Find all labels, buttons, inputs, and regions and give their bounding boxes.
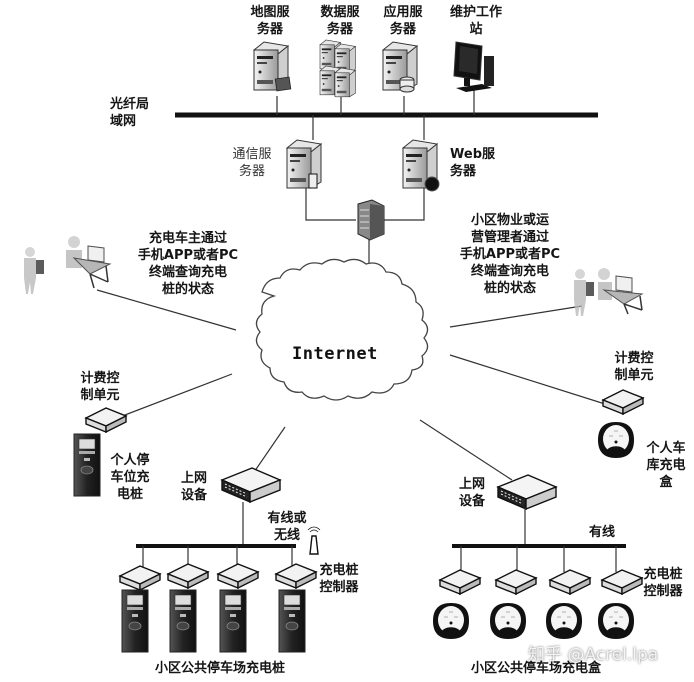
label-line: 设备 (458, 494, 485, 509)
map-server-label: 地图服务器 (250, 5, 290, 37)
web-server-icon (402, 139, 440, 192)
manager-query-line: 手机APP或者PC (459, 247, 561, 262)
workstation-label: 维护工作站 (449, 5, 502, 37)
personal-box-label: 个人车 库充电 盒 (644, 440, 688, 491)
manager-desk-icon (598, 268, 644, 315)
pile-controller-icon (549, 569, 591, 595)
pile-controller-icon (439, 569, 481, 595)
public-boxes (432, 602, 635, 640)
internet-links (96, 289, 606, 481)
left-controller-drops (142, 546, 293, 568)
label-line: 制单元 (80, 388, 120, 403)
right-gateway-icon (497, 474, 557, 510)
lan-label: 光纤局域网 (110, 97, 150, 129)
pile-controller-icon (217, 563, 259, 589)
left-gateway-label: 上网 设备 (176, 470, 212, 504)
pile-controller-icon (119, 565, 161, 591)
label-line: 制单元 (614, 368, 654, 383)
pile-controller-icon (601, 569, 643, 595)
public-charging-pile-icon (121, 589, 149, 653)
public-charging-box-icon (545, 602, 583, 640)
manager-person-icon (574, 269, 594, 316)
personal-pile-label: 个人停 车位充 电桩 (106, 452, 154, 503)
right-link-type-label: 有线 (588, 525, 615, 540)
personal-parking-pile-icon (73, 433, 101, 497)
manager-query-line: 终端查询充电 (470, 264, 549, 279)
label-line: 盒 (659, 475, 673, 490)
owner-query-line: 手机APP或者PC (137, 248, 239, 263)
left-billing-label: 计费控 制单元 (76, 370, 124, 404)
manager-query-line: 桩的状态 (483, 281, 536, 296)
data-server-icon (319, 39, 356, 98)
data-server-label: 数据服务器 (320, 5, 360, 37)
lan-connectors (276, 90, 475, 140)
owner-query-line: 桩的状态 (161, 282, 214, 297)
pile-controller-icon (275, 563, 317, 589)
label-line: 充电桩 (319, 563, 359, 578)
public-charging-box-icon (432, 602, 470, 640)
left-link-type-label: 有线或 无线 (262, 510, 312, 544)
label-line: 无线 (273, 528, 300, 543)
manager-query-text: 小区物业或运 营管理者通过 手机APP或者PC 终端查询充电 桩的状态 (448, 212, 572, 297)
right-billing-label: 计费控 制单元 (610, 350, 658, 384)
app-server-label: 应用服务器 (383, 5, 423, 37)
owner-query-text: 充电车主通过 手机APP或者PC 终端查询充电 桩的状态 (128, 230, 248, 298)
left-controllers (119, 563, 317, 591)
label-line: 充电桩 (643, 567, 683, 582)
label-line: 个人停 (110, 453, 150, 468)
label-line: 上网 (458, 477, 485, 492)
label-line: 车位充 (110, 470, 150, 485)
right-controllers-label: 充电桩 控制器 (638, 566, 688, 600)
left-controllers-label: 充电桩 控制器 (314, 562, 364, 596)
workstation-icon (453, 41, 494, 92)
label-line: 设备 (180, 488, 207, 503)
wireless-antenna-icon (307, 526, 321, 555)
right-controller-drops (460, 546, 617, 572)
public-piles (121, 589, 306, 653)
label-line: 个人车 (646, 441, 686, 456)
right-controllers (439, 569, 643, 595)
internet-label: Internet (292, 344, 378, 364)
firewall-icon (357, 199, 385, 241)
left-billing-unit-icon (85, 407, 127, 433)
map-server-icon (253, 41, 292, 92)
public-piles-caption: 小区公共停车场充电桩 (154, 661, 285, 676)
owner-query-line: 充电车主通过 (148, 231, 227, 246)
manager-query-line: 营管理者通过 (470, 230, 549, 245)
label-line: 有线或 (267, 511, 307, 526)
comm-server-icon (286, 139, 322, 189)
public-boxes-caption: 小区公共停车场充电盒 (470, 661, 601, 676)
car-owner-desk-icon (66, 236, 112, 289)
personal-garage-box-icon (597, 421, 635, 459)
left-gateway-icon (221, 467, 281, 503)
label-line: 计费控 (80, 371, 120, 386)
watermark: 知乎 @Acrel.lpa (528, 645, 659, 665)
public-charging-box-icon (489, 602, 527, 640)
label-line: 电桩 (116, 487, 143, 502)
car-owner-person-icon (24, 247, 44, 294)
pile-controller-icon (495, 569, 537, 595)
right-gateway-label: 上网 设备 (454, 476, 490, 510)
public-charging-pile-icon (219, 589, 247, 653)
web-server-label: Web服务器 (450, 147, 495, 179)
public-charging-box-icon (597, 602, 635, 640)
label-line: 计费控 (614, 351, 654, 366)
comm-server-label: 通信服务器 (232, 147, 272, 179)
right-billing-unit-icon (602, 389, 644, 415)
manager-query-line: 小区物业或运 (470, 213, 549, 228)
public-charging-pile-icon (169, 589, 197, 653)
public-charging-pile-icon (278, 589, 306, 653)
app-server-icon (382, 41, 418, 93)
pile-controller-icon (167, 563, 209, 589)
internet-cloud (255, 258, 429, 401)
label-line: 控制器 (319, 580, 359, 595)
label-line: 库充电 (646, 458, 686, 473)
label-line: 上网 (180, 471, 207, 486)
label-line: 控制器 (643, 584, 683, 599)
owner-query-line: 终端查询充电 (148, 265, 227, 280)
